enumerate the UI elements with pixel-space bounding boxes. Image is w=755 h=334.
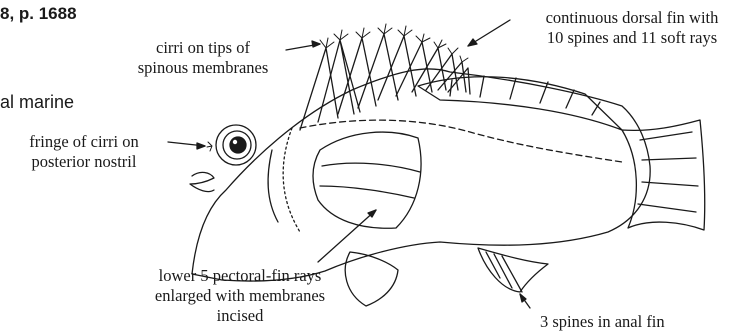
habitat-text: al marine: [0, 92, 74, 112]
label-nostril: fringe of cirri on posterior nostril: [0, 132, 168, 172]
dorsal-cirri: [320, 24, 468, 62]
label-cirri-tips: cirri on tips of spinous membranes: [120, 38, 286, 78]
eye-pupil: [230, 137, 246, 153]
pectoral-fin: [313, 132, 421, 228]
label-pectoral: lower 5 pectoral-fin rays enlarged with …: [140, 266, 340, 326]
nostril-cirri: [207, 142, 212, 151]
spinous-dorsal-fin: [300, 34, 470, 130]
label-dorsal-fin: continuous dorsal fin with 10 spines and…: [509, 8, 755, 48]
lateral-line: [300, 120, 622, 162]
figure-reference: 8, p. 1688: [0, 4, 77, 24]
anal-fin: [478, 248, 548, 292]
soft-dorsal-fin: [418, 77, 622, 130]
gill-cover: [283, 128, 300, 232]
mouth: [190, 172, 214, 191]
label-anal-fin: 3 spines in anal fin: [540, 312, 665, 332]
